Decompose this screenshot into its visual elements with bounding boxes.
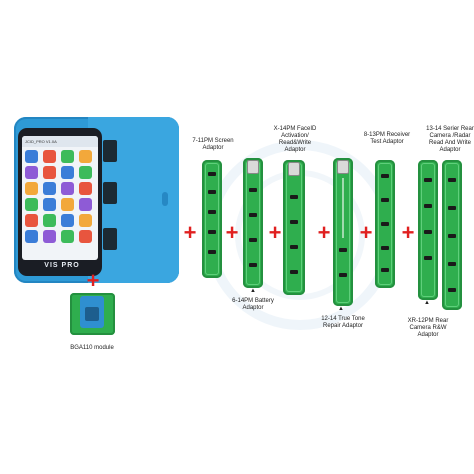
app-icon xyxy=(79,198,92,211)
screen-adaptor-board xyxy=(202,160,222,278)
app-icon xyxy=(61,214,74,227)
device-brand: VIS PRO xyxy=(44,262,80,269)
truetone-adaptor-board xyxy=(333,158,353,306)
plus-icon: + xyxy=(86,268,100,293)
app-icon xyxy=(25,230,38,243)
app-icon xyxy=(43,198,56,211)
plus-icon: + xyxy=(183,220,197,245)
app-icon xyxy=(79,214,92,227)
receiver-adaptor-board xyxy=(375,160,395,288)
app-icon xyxy=(25,150,38,163)
rear-camera-pointer: ▲ xyxy=(424,300,430,306)
app-icon xyxy=(61,182,74,195)
device-screen: JCID_PRO V1.0A xyxy=(22,136,98,260)
app-icon xyxy=(25,182,38,195)
app-icon xyxy=(61,150,74,163)
device-port-bottom xyxy=(103,228,117,250)
plus-icon: + xyxy=(401,220,415,245)
app-icon xyxy=(43,230,56,243)
plus-icon: + xyxy=(359,220,373,245)
app-icon xyxy=(79,230,92,243)
rear-camera-radar-board xyxy=(442,160,462,310)
faceid-adaptor-label: X-14PM FaceID Activation/ Read&Write Ada… xyxy=(273,126,317,153)
battery-pointer: ▲ xyxy=(250,288,256,294)
bga-chip xyxy=(85,307,99,321)
app-icon xyxy=(25,198,38,211)
device-port-top xyxy=(103,140,117,162)
battery-adaptor-label: 6-14PM Battery Adaptor xyxy=(232,298,274,311)
app-icon xyxy=(43,182,56,195)
rear-camera-xr-label: XR-12PM Rear Camera R&W Adaptor xyxy=(407,318,449,338)
rear-camera-radar-label: 13-14 Serier Rear Camera /Radar Read And… xyxy=(426,126,474,153)
battery-adaptor-board xyxy=(243,158,263,288)
faceid-adaptor-board xyxy=(283,160,305,295)
plus-icon: + xyxy=(225,220,239,245)
truetone-pointer: ▲ xyxy=(338,306,344,312)
app-icon xyxy=(25,166,38,179)
device-side-button xyxy=(162,192,168,206)
app-icon xyxy=(79,166,92,179)
app-icon xyxy=(61,166,74,179)
app-icon xyxy=(43,150,56,163)
plus-icon: + xyxy=(268,220,282,245)
truetone-adaptor-label: 12-14 True Tone Repair Adaptor xyxy=(321,316,365,329)
app-icon xyxy=(61,198,74,211)
device-port-middle xyxy=(103,182,117,204)
bga-label: BGA110 module xyxy=(70,345,114,351)
app-icon xyxy=(61,230,74,243)
app-icon xyxy=(79,182,92,195)
app-icon-grid xyxy=(25,150,97,243)
app-icon xyxy=(43,166,56,179)
screen-header: JCID_PRO V1.0A xyxy=(22,136,98,147)
app-icon xyxy=(25,214,38,227)
rear-camera-xr-board xyxy=(418,160,438,300)
screen-adaptor-label: 7-11PM Screen Adaptor xyxy=(192,138,234,151)
receiver-adaptor-label: 8-13PM Receiver Test Adaptor xyxy=(363,132,411,145)
app-icon xyxy=(79,150,92,163)
plus-icon: + xyxy=(317,220,331,245)
app-icon xyxy=(43,214,56,227)
